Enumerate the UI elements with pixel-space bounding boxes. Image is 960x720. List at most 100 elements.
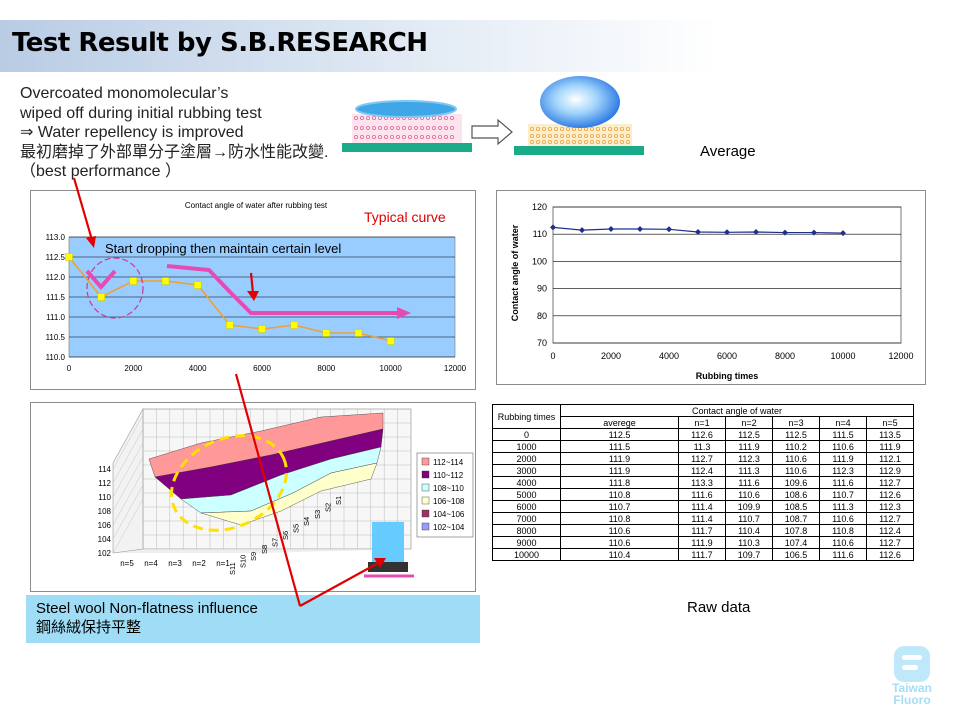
data-point [608, 226, 614, 233]
gridline [112, 498, 144, 554]
table-cell: 4000 [492, 476, 561, 489]
y-category-label: S11 [228, 562, 237, 575]
z-tick-label: 104 [98, 535, 112, 544]
y-tick-label: 70 [537, 338, 547, 348]
table-cell: 111.5 [819, 428, 867, 441]
table-cell: 110.2 [772, 440, 820, 453]
table-cell: 108.6 [772, 488, 820, 501]
intro-text: Overcoated monomolecular’s wiped off dur… [20, 84, 328, 182]
x-tick-label: 8000 [775, 351, 795, 361]
data-point [65, 253, 73, 261]
x-category-label: n=5 [120, 559, 134, 568]
header-rubbing-times: Rubbing times [492, 404, 561, 429]
table-cell: 110.4 [725, 524, 773, 537]
x-category-label: n=1 [216, 559, 230, 568]
table-cell: 110.8 [560, 512, 679, 525]
legend-swatch [421, 496, 430, 505]
table-cell: 112.3 [725, 452, 773, 465]
table-cell: 110.6 [560, 536, 679, 549]
data-point [386, 337, 395, 345]
table-cell: 111.9 [678, 536, 726, 549]
table-cell: 112.5 [772, 428, 820, 441]
subheader-cell: n=2 [725, 416, 773, 429]
table-cell: 112.3 [819, 464, 867, 477]
table-cell: 112.5 [560, 428, 679, 441]
annotation-text: Start dropping then maintain certain lev… [105, 241, 341, 256]
table-cell: 5000 [492, 488, 561, 501]
y-tick-label: 110.5 [46, 333, 66, 342]
table-cell: 112.4 [866, 524, 914, 537]
molecule-dots-right [529, 127, 630, 145]
table-cell: 109.6 [772, 476, 820, 489]
table-cell: 110.7 [819, 488, 867, 501]
data-point [724, 229, 730, 236]
table-cell: 111.6 [678, 488, 726, 501]
x-tick-label: 6000 [253, 364, 271, 373]
table-cell: 111.6 [725, 476, 773, 489]
table-cell: 11.3 [678, 440, 726, 453]
x-tick-label: 8000 [317, 364, 335, 373]
gridline [112, 456, 144, 512]
x-tick-label: 6000 [717, 351, 737, 361]
table-cell: 113.3 [678, 476, 726, 489]
table-cell: 112.6 [866, 488, 914, 501]
y-category-label: S9 [249, 552, 258, 561]
table-cell: 108.5 [772, 500, 820, 513]
y-axis-label: Contact angle of water [510, 224, 520, 321]
table-cell: 3000 [492, 464, 561, 477]
plot-area [552, 206, 902, 344]
table-cell: 111.3 [819, 500, 867, 513]
table-cell: 111.4 [678, 512, 726, 525]
y-category-label: S2 [323, 503, 332, 512]
x-tick-label: 2000 [601, 351, 621, 361]
trend-arrow [166, 264, 399, 315]
table-cell: 110.6 [819, 536, 867, 549]
subheader-cell: n=4 [819, 416, 867, 429]
page-title: Test Result by S.B.RESEARCH [12, 28, 428, 58]
data-point [550, 224, 556, 231]
table-cell: 112.4 [678, 464, 726, 477]
table-cell: 110.6 [772, 464, 820, 477]
data-point [129, 277, 138, 285]
legend-swatch [421, 470, 430, 479]
table-cell: 111.9 [819, 452, 867, 465]
table-cell: 111.9 [725, 440, 773, 453]
y-category-label: S3 [313, 510, 322, 519]
substrate-plate-left [342, 143, 472, 152]
subheader-cell: averege [560, 416, 679, 429]
data-point [666, 226, 672, 233]
y-category-label: S6 [281, 531, 290, 540]
data-point [258, 325, 266, 333]
data-point [322, 329, 331, 337]
z-tick-label: 110 [98, 493, 111, 502]
table-cell: 8000 [492, 524, 561, 537]
y-tick-label: 110.0 [46, 353, 66, 362]
legend-label: 108~110 [433, 484, 464, 493]
table-cell: 110.6 [560, 524, 679, 537]
intro-line: Overcoated monomolecular’s [20, 85, 229, 102]
title-bar [0, 20, 720, 72]
table-cell: 110.8 [560, 488, 679, 501]
typical-curve-chart: Contact angle of water after rubbing tes… [30, 190, 476, 390]
y-tick-label: 113.0 [46, 233, 66, 242]
legend-label: 104~106 [433, 510, 465, 519]
steel-wool-note: Steel wool Non-flatness influence 鋼絲絨保持平… [26, 595, 480, 643]
table-cell: 110.6 [819, 440, 867, 453]
y-category-label: S7 [270, 538, 279, 547]
table-cell: 112.7 [866, 476, 914, 489]
chart-title: Contact angle of water after rubbing tes… [185, 201, 328, 210]
gridline [112, 442, 144, 498]
table-cell: 6000 [492, 500, 561, 513]
logo-text: Fluoro [893, 693, 931, 707]
table-cell: 111.7 [678, 524, 726, 537]
x-category-label: n=3 [168, 559, 182, 568]
table-cell: 111.4 [678, 500, 726, 513]
table-cell: 107.8 [772, 524, 820, 537]
